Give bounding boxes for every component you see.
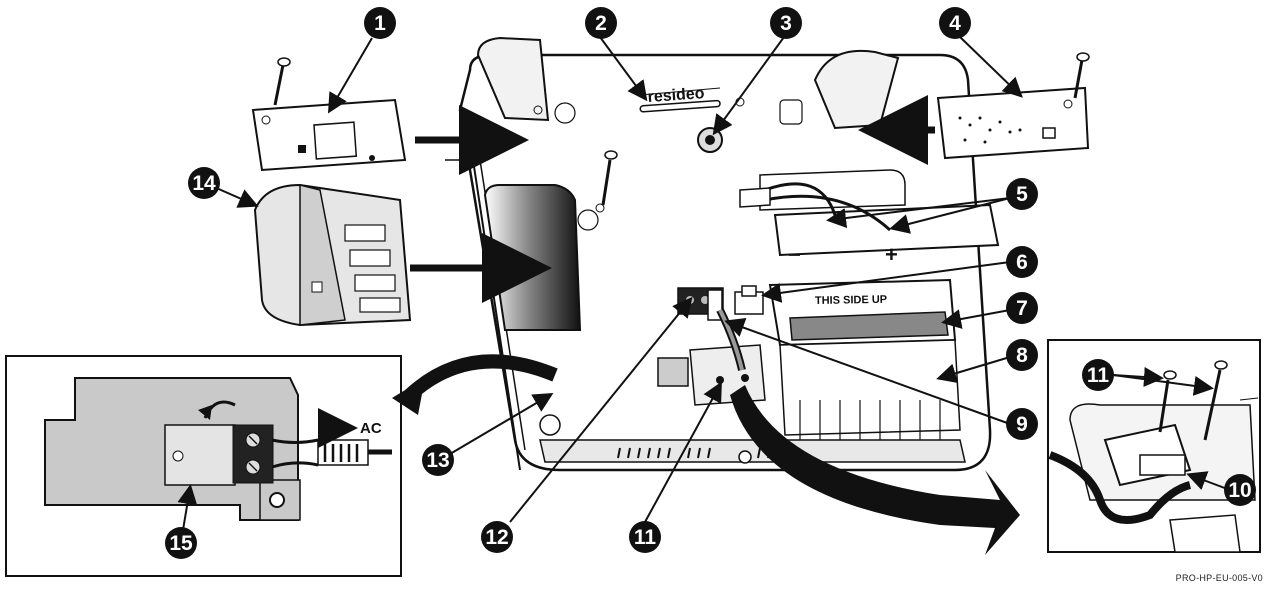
svg-text:4: 4 <box>949 12 961 35</box>
callout-14: 14 <box>188 167 220 199</box>
callout-11: 11 <box>1082 359 1114 391</box>
svg-text:15: 15 <box>169 532 193 555</box>
battery-plus: + <box>885 242 898 267</box>
document-code: PRO-HP-EU-005-V0 <box>1175 573 1263 583</box>
svg-text:11: 11 <box>1087 364 1110 387</box>
svg-text:5: 5 <box>1016 183 1028 206</box>
svg-text:3: 3 <box>780 12 792 35</box>
callout-11-main: 11 <box>629 521 661 553</box>
battery-minus: − <box>788 242 801 267</box>
callout-9: 9 <box>1006 408 1038 440</box>
battery <box>789 311 949 341</box>
brand-logo: resideo <box>639 85 721 113</box>
screw <box>601 150 618 206</box>
cable-clamp <box>657 357 689 387</box>
svg-text:7: 7 <box>1016 297 1028 320</box>
callout-6: 6 <box>1006 246 1038 278</box>
svg-text:2: 2 <box>595 12 607 35</box>
svg-text:11: 11 <box>634 526 657 549</box>
callout-10: 10 <box>1224 474 1256 506</box>
svg-text:10: 10 <box>1228 479 1251 502</box>
callout-7: 7 <box>1006 292 1038 324</box>
callout-12: 12 <box>481 521 513 553</box>
svg-text:13: 13 <box>426 449 449 472</box>
svg-text:8: 8 <box>1016 344 1028 367</box>
callout-2: 2 <box>585 7 617 39</box>
callout-3: 3 <box>770 7 802 39</box>
expansion-module-board <box>936 52 1090 160</box>
controller-housing: resideo − + THIS SIDE UP <box>430 36 1000 472</box>
callout-1: 1 <box>364 7 396 39</box>
cable-route-arrow <box>730 385 1020 555</box>
battery-label: THIS SIDE UP <box>815 294 887 307</box>
svg-text:6: 6 <box>1016 251 1028 274</box>
detail-arrow <box>392 378 425 415</box>
svg-text:9: 9 <box>1016 413 1028 436</box>
svg-text:14: 14 <box>192 172 216 195</box>
svg-text:12: 12 <box>485 526 508 549</box>
callout-5: 5 <box>1006 178 1038 210</box>
wifi-icon <box>577 209 599 231</box>
callout-4: 4 <box>939 7 971 39</box>
wifi-icon <box>554 102 576 124</box>
terminal-cover <box>253 183 412 327</box>
cable-clamp-detail <box>1047 339 1261 553</box>
ac-wiring-detail: AC <box>5 355 402 577</box>
module-icon <box>779 99 803 125</box>
callout-leaders <box>177 36 1231 531</box>
wifi-module-board <box>251 57 407 172</box>
callout-8: 8 <box>1006 339 1038 371</box>
ac-label: AC <box>360 420 382 437</box>
callout-15: 15 <box>165 527 197 559</box>
svg-text:1: 1 <box>374 12 386 35</box>
callout-13: 13 <box>422 444 454 476</box>
svg-text:resideo: resideo <box>647 85 705 106</box>
